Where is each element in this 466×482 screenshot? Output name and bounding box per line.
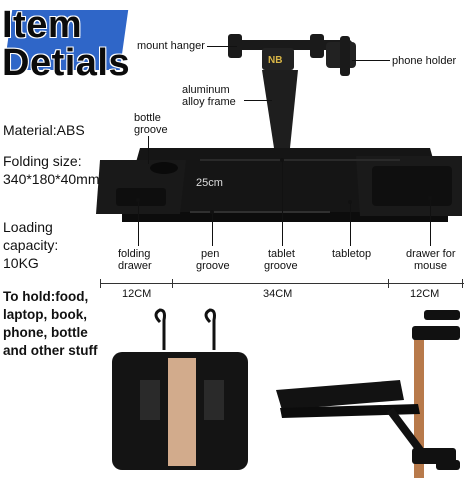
- label-pen-groove-line-2: groove: [196, 260, 230, 272]
- item-details-title: Item Detials: [0, 0, 132, 84]
- dimension-left: 12CM: [122, 288, 152, 300]
- label-mount-hanger: mount hanger: [137, 40, 205, 52]
- dimension-line: [100, 283, 464, 284]
- label-folding-line-1: folding: [118, 248, 151, 260]
- label-bottle-line-1: bottle: [134, 112, 161, 124]
- title-line-1: Item: [2, 4, 83, 46]
- label-groove-line-2: groove: [134, 124, 168, 136]
- label-tablet-line-1: tablet: [268, 248, 295, 260]
- title-line-2: Detials: [2, 42, 131, 84]
- label-pen-line-1: pen: [201, 248, 220, 260]
- spec-folding-size: Folding size: 340*180*40mm: [3, 153, 100, 187]
- spec-to-hold: To hold:food, laptop, book, phone, bottl…: [3, 289, 98, 358]
- label-alloy-frame-line-2: alloy frame: [182, 96, 236, 108]
- label-phone-holder: phone holder: [392, 55, 457, 67]
- spec-loading-capacity: Loading capacity: 10KG: [3, 219, 59, 271]
- label-tablet-groove-line-2: groove: [264, 260, 298, 272]
- label-drawer-for-line-1: drawer for: [406, 248, 456, 260]
- label-tabletop: tabletop: [332, 248, 372, 260]
- label-aluminum-line-1: aluminum: [182, 84, 230, 96]
- dimension-center: 34CM: [263, 288, 293, 300]
- spec-material: Material:ABS: [3, 122, 85, 138]
- label-25cm: 25cm: [196, 177, 223, 189]
- label-drawer-line-2: drawer: [118, 260, 152, 272]
- label-mouse-line-2: mouse: [414, 260, 448, 272]
- dimension-right: 12CM: [410, 288, 440, 300]
- brand-logo-text: NB: [268, 55, 282, 66]
